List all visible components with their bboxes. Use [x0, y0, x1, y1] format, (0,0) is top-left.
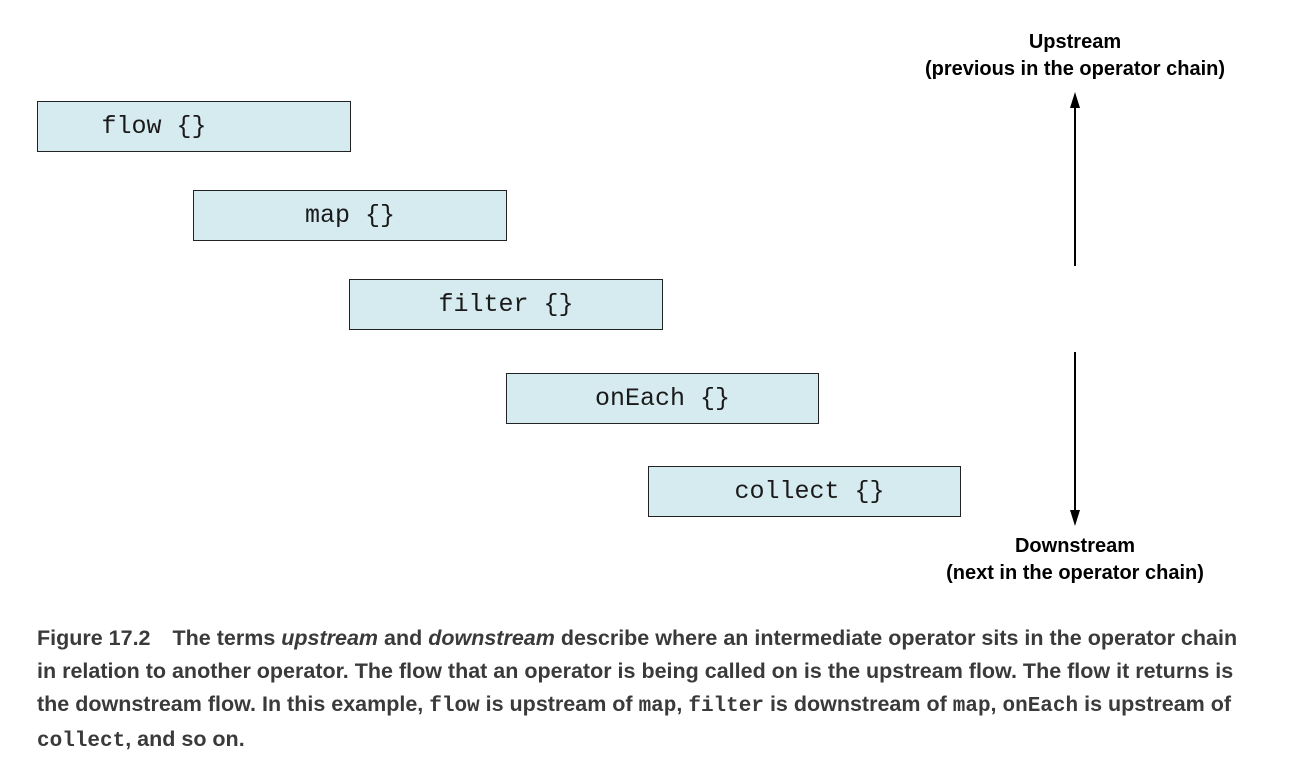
caption-text-5: , — [676, 692, 689, 716]
caption-code-oneach: onEach — [1002, 695, 1079, 718]
upstream-title: Upstream — [1028, 31, 1122, 53]
upstream-arrowhead-icon — [1070, 92, 1080, 108]
map-operator-box: map {} — [193, 190, 507, 241]
caption-code-flow: flow — [429, 695, 480, 718]
caption-text-9: , and so on. — [125, 727, 245, 751]
caption-code-map-2: map — [952, 695, 991, 718]
upstream-subtitle: (previous in the operator chain) — [924, 58, 1226, 80]
flow-operator-label: flow {} — [101, 112, 207, 141]
figure-caption: Figure 17.2 The terms upstream and downst… — [37, 622, 1262, 758]
filter-operator-label: filter {} — [438, 290, 574, 319]
caption-text-4: is upstream of — [479, 692, 639, 716]
downstream-title: Downstream — [1014, 535, 1136, 557]
collect-operator-box: collect {} — [648, 466, 961, 517]
downstream-arrowhead-icon — [1070, 510, 1080, 526]
caption-code-map: map — [638, 695, 677, 718]
flow-operator-box: flow {} — [37, 101, 351, 152]
caption-emphasis-upstream: upstream — [281, 626, 379, 650]
caption-text-6: is downstream of — [763, 692, 953, 716]
caption-text-3: describe where an intermediate operator … — [37, 626, 1238, 716]
map-operator-label: map {} — [304, 201, 395, 230]
oneach-operator-label: onEach {} — [594, 384, 731, 413]
upstream-label: Upstream (previous in the operator chain… — [890, 29, 1260, 83]
collect-operator-label: collect {} — [734, 477, 885, 506]
caption-emphasis-downstream: downstream — [428, 626, 555, 650]
downstream-label: Downstream (next in the operator chain) — [910, 533, 1240, 587]
caption-text-7: , — [990, 692, 1003, 716]
caption-code-filter: filter — [688, 695, 764, 718]
caption-text-2: and — [378, 626, 429, 650]
oneach-operator-box: onEach {} — [506, 373, 819, 424]
downstream-subtitle: (next in the operator chain) — [946, 562, 1204, 584]
filter-operator-box: filter {} — [349, 279, 663, 330]
figure-number: Figure 17.2 — [37, 626, 151, 650]
caption-code-collect: collect — [37, 730, 126, 753]
caption-text-8: is upstream of — [1078, 692, 1232, 716]
caption-text-1: The terms — [172, 626, 282, 650]
